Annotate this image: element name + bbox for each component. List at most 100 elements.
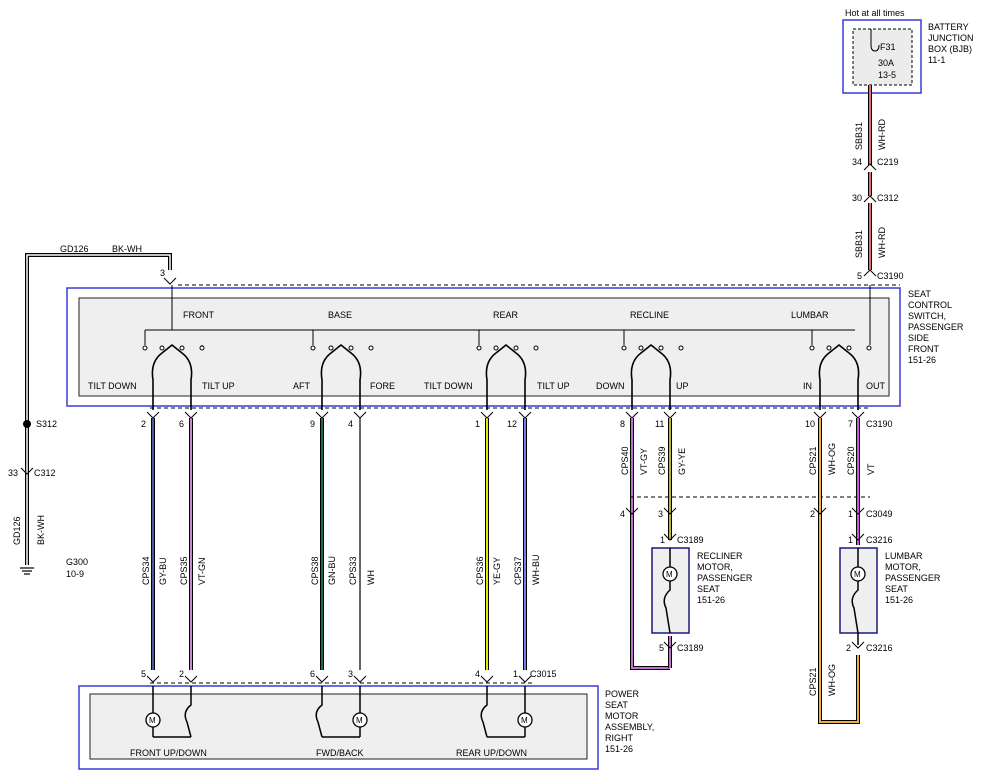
pin-top-cps37: 12 <box>507 419 517 429</box>
connector-c3216-b: C3216 <box>866 643 893 653</box>
pos-in: IN <box>803 381 812 391</box>
lumbar-name: LUMBAR MOTOR, PASSENGER SEAT 151-26 <box>885 551 941 605</box>
pin-top-cps33: 4 <box>348 419 353 429</box>
switch-name-line: 151-26 <box>908 355 936 365</box>
switch-blade-rear <box>476 330 539 410</box>
lumbar-name-line: SEAT <box>885 584 908 594</box>
label-cps37: CPS37 <box>513 556 523 585</box>
bjb-name-line: BOX (BJB) <box>928 44 972 54</box>
connector-c219: C219 <box>877 157 899 167</box>
connector-c3190-feed: C3190 <box>877 271 904 281</box>
label-wh-og: WH-OG <box>827 443 837 475</box>
pin-5: 5 <box>857 271 862 281</box>
pin-4-recliner: 4 <box>620 509 625 519</box>
label-vt-gn: VT-GN <box>197 557 207 585</box>
motor-front-label: FRONT UP/DOWN <box>130 748 207 758</box>
motor-m-front: M <box>149 716 156 725</box>
recliner-name-line: 151-26 <box>697 595 725 605</box>
pin-33: 33 <box>8 468 18 478</box>
seat-motor-name-line: POWER <box>605 689 640 699</box>
motor-rear-up-down <box>480 686 533 738</box>
lumbar-name-line: 151-26 <box>885 595 913 605</box>
sbb31-circuit-label-2: SBB31 <box>854 230 864 258</box>
label-vt: VT <box>866 463 876 475</box>
pos-fore: FORE <box>370 381 395 391</box>
label-cps35: CPS35 <box>179 556 189 585</box>
connector-c3189-bot <box>663 641 677 649</box>
pin-11: 11 <box>655 419 664 429</box>
pin-top-cps34: 2 <box>141 419 146 429</box>
label-cps40: CPS40 <box>620 446 630 475</box>
connector-c3189-b: C3189 <box>677 643 704 653</box>
switch-blade-lumbar <box>809 330 872 410</box>
label-wh: WH <box>366 570 376 585</box>
label-ye-gy: YE-GY <box>492 557 502 585</box>
sbb31-color-label: WH-RD <box>877 119 887 150</box>
motor-front-up-down <box>145 686 192 738</box>
group-recline: RECLINE <box>630 310 669 320</box>
lumbar-motor-symbol <box>850 548 866 645</box>
gd126-circuit-label: GD126 <box>60 244 89 254</box>
switch-name-line: PASSENGER <box>908 322 964 332</box>
group-rear: REAR <box>493 310 519 320</box>
pos-tilt-down-rear: TILT DOWN <box>424 381 473 391</box>
switch-name-line: SWITCH, <box>908 311 946 321</box>
pin-3-ground: 3 <box>160 268 165 278</box>
connector-lumbar-mid <box>813 507 865 515</box>
motor-m-fwd: M <box>356 716 363 725</box>
pin-34: 34 <box>852 157 862 167</box>
pin-top-cps35: 6 <box>179 419 184 429</box>
pin-bot-cps33: 3 <box>348 669 353 679</box>
group-base: BASE <box>328 310 352 320</box>
switch-name: SEAT CONTROL SWITCH, PASSENGER SIDE FRON… <box>908 289 964 365</box>
fuse-ref: 13-5 <box>878 70 896 80</box>
ground-wire <box>26 254 171 565</box>
lumbar-name-line: MOTOR, <box>885 562 921 572</box>
sbb31-color-label-2: WH-RD <box>877 227 887 258</box>
pos-out: OUT <box>866 381 886 391</box>
label-cps36: CPS36 <box>475 556 485 585</box>
connector-c3189-top <box>663 533 677 541</box>
connector-c312-ground-symbol <box>20 467 34 475</box>
switch-name-line: SEAT <box>908 289 931 299</box>
connector-c3216-a: C3216 <box>866 535 893 545</box>
switch-blade-recline <box>621 330 684 410</box>
sbb31-circuit-label: SBB31 <box>854 122 864 150</box>
splice-s312-label: S312 <box>36 419 57 429</box>
connector-c3015: C3015 <box>530 669 557 679</box>
pin-1-lumbar-motor: 1 <box>848 535 853 545</box>
connector-pin3-symbol <box>163 277 177 285</box>
g300-label: G300 <box>66 557 88 567</box>
connector-chevrons-top <box>146 411 865 419</box>
switch-blade-base <box>310 330 374 410</box>
pin-5-recliner: 5 <box>659 643 664 653</box>
switch-outline <box>66 287 901 407</box>
g300-ref: 10-9 <box>66 569 84 579</box>
pin-8: 8 <box>620 419 625 429</box>
switch-name-line: CONTROL <box>908 300 952 310</box>
seat-motor-name-line: MOTOR <box>605 711 639 721</box>
recliner-name-line: SEAT <box>697 584 720 594</box>
wire-cps21 <box>818 418 860 724</box>
lumbar-name-line: PASSENGER <box>885 573 941 583</box>
connector-c312-symbol <box>863 195 877 203</box>
connector-c3189-a: C3189 <box>677 535 704 545</box>
label-gy-bu: GY-BU <box>158 557 168 585</box>
motor-fwd-back <box>315 686 368 738</box>
label-cps39: CPS39 <box>657 446 667 475</box>
bk-wh-color-vertical: BK-WH <box>36 515 46 545</box>
label-wh-bu: WH-BU <box>531 555 541 586</box>
label-cps21: CPS21 <box>808 446 818 475</box>
seat-motor-outline <box>78 685 599 770</box>
recliner-name: RECLINER MOTOR, PASSENGER SEAT 151-26 <box>697 551 753 605</box>
pin-bot-cps35: 2 <box>179 669 184 679</box>
pin-2-lumbar-motor: 2 <box>846 643 851 653</box>
pin-10: 10 <box>805 419 815 429</box>
lumbar-motor-m: M <box>854 570 861 579</box>
bjb-fuse-box <box>852 28 913 86</box>
connector-c3216-bot <box>851 641 865 649</box>
connector-c312-feed: C312 <box>877 193 899 203</box>
bjb-name-line: 11-1 <box>928 55 945 65</box>
pin-bot-cps36: 4 <box>475 669 480 679</box>
group-front: FRONT <box>183 310 214 320</box>
